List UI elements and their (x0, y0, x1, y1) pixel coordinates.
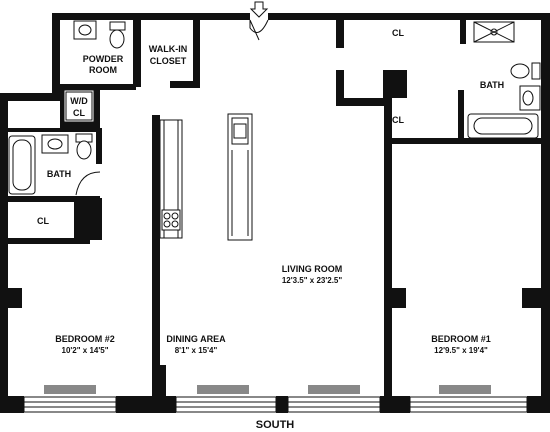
walk-in-closet-label-line2: CLOSET (150, 56, 187, 66)
closet-top-right-label: CL (392, 28, 404, 38)
wd-closet-label: W/D (70, 96, 88, 106)
down-arrow-icon (249, 1, 269, 18)
living-room-dimensions: 12'3.5" x 23'2.5" (282, 276, 343, 285)
exterior-walls (0, 13, 550, 413)
bedroom-2-label: BEDROOM #2 (55, 334, 115, 344)
left-bath-fixtures (8, 133, 101, 196)
powder-room-label: POWDER (83, 54, 124, 64)
wd-closet-fixtures (65, 91, 93, 121)
dining-area-dimensions: 8'1" x 15'4" (175, 346, 218, 355)
bedroom-1-label: BEDROOM #1 (431, 334, 491, 344)
bath-left-label: BATH (47, 169, 71, 179)
powder-room-fixtures (73, 20, 126, 49)
bath-right-label: BATH (480, 80, 504, 90)
entry-door (249, 19, 269, 41)
orientation-label: SOUTH (256, 419, 295, 431)
walk-in-closet-label: WALK-IN (149, 44, 188, 54)
closet-mid-right-label: CL (392, 115, 404, 125)
dining-area-label: DINING AREA (166, 334, 226, 344)
living-room-label: LIVING ROOM (282, 264, 343, 274)
interior-walls (8, 20, 541, 396)
wd-closet-label-line2: CL (73, 108, 85, 118)
bedroom-1-dimensions: 12'9.5" x 19'4" (434, 346, 488, 355)
right-bath-fixtures (467, 21, 541, 139)
room-labels: POWDER ROOM WALK-IN CLOSET W/D CL BATH B… (37, 28, 504, 431)
bedroom-2-dimensions: 10'2" x 14'5" (62, 346, 109, 355)
kitchen-counter (159, 119, 183, 239)
closet-bedroom2-label: CL (37, 216, 49, 226)
south-windows (23, 385, 528, 413)
powder-room-label-line2: ROOM (89, 65, 117, 75)
kitchen-island (227, 113, 253, 241)
